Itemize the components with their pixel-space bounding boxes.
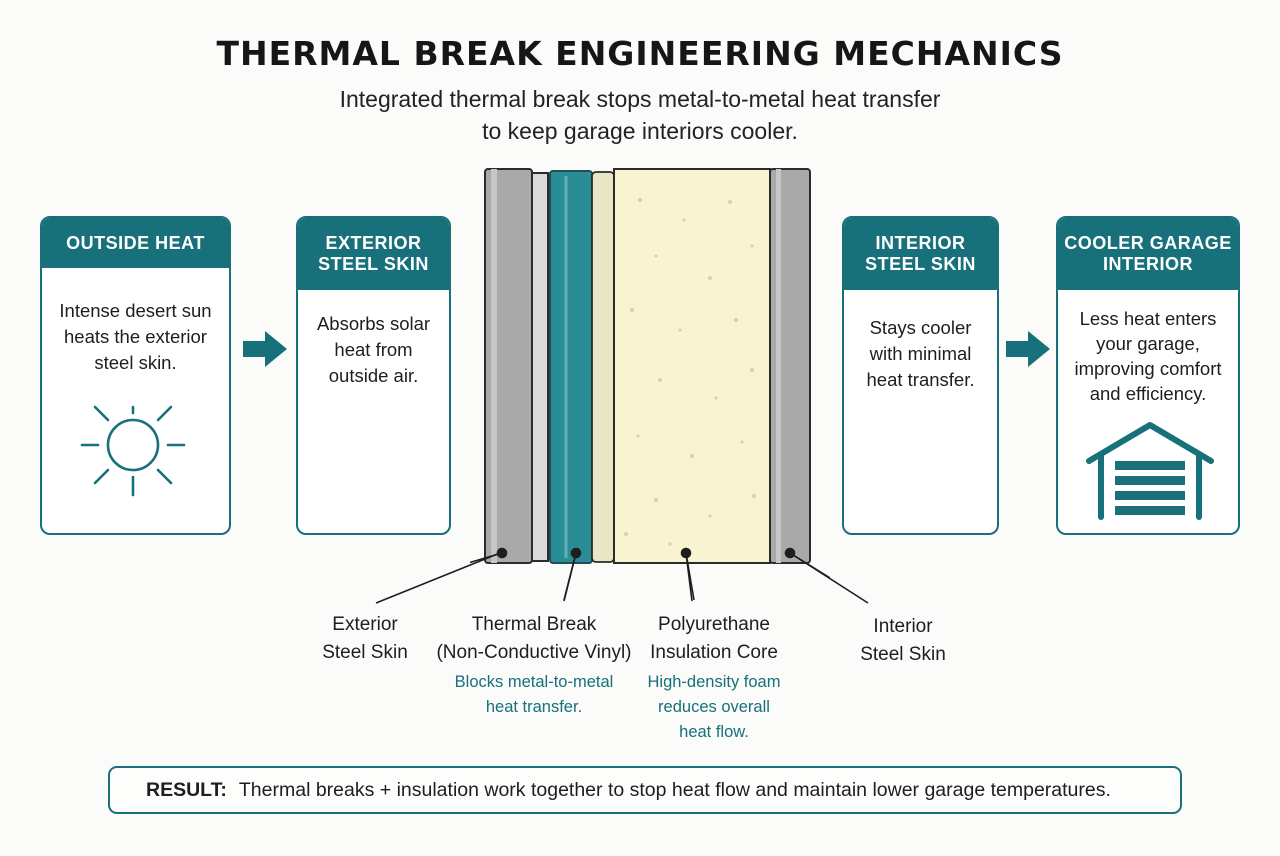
cooler-garage-card-body: Less heat enters your garage, improving … — [1058, 290, 1238, 406]
interior-skin-callout: Interior Steel Skin — [828, 613, 978, 669]
outside-heat-card-body: Intense desert sun heats the exterior st… — [42, 268, 229, 376]
foam-core-layer — [613, 168, 771, 564]
exterior-steel-skin-card-body: Absorbs solar heat from outside air. — [298, 290, 449, 389]
outside-heat-card-line-1: Intense desert sun — [59, 300, 212, 321]
foam-core-callout: Polyurethane Insulation Core High-densit… — [622, 611, 806, 745]
cooler-garage-card-line-3: improving comfort — [1074, 358, 1222, 379]
exterior-steel-skin-card-line-2: heat from — [334, 339, 413, 360]
exterior-steel-skin-card-header: EXTERIOR STEEL SKIN — [298, 218, 449, 290]
interior-steel-skin-card-line-1: Stays cooler — [869, 317, 972, 338]
interior-skin-callout-title-line-2: Steel Skin — [860, 644, 946, 665]
thermal-break-callout-note-line-1: Blocks metal-to-metal — [454, 673, 614, 691]
exterior-skin-callout-dot — [496, 547, 508, 559]
exterior-steel-skin-card-line-3: outside air. — [328, 365, 419, 386]
exterior-steel-skin-card-title-line-2: STEEL SKIN — [318, 254, 429, 274]
outside-heat-card-header: OUTSIDE HEAT — [42, 218, 229, 268]
outside-heat-card-line-3: steel skin. — [94, 352, 177, 373]
result-text: Thermal breaks + insulation work togethe… — [238, 778, 1111, 801]
interior-steel-skin-card-header: INTERIOR STEEL SKIN — [844, 218, 997, 290]
leader-lines — [375, 553, 869, 604]
foam-core-callout-title-line-1: Polyurethane — [658, 614, 770, 635]
cooler-garage-card-title-line-2: INTERIOR — [1102, 254, 1193, 274]
arrow-right-icon — [243, 331, 287, 367]
foam-core-callout-note-line-2: reduces overall — [658, 698, 770, 716]
interior-steel-skin-card-body: Stays cooler with minimal heat transfer. — [844, 290, 997, 393]
outside-heat-card-title: OUTSIDE HEAT — [66, 232, 205, 253]
interior-steel-skin-card-line-2: with minimal — [869, 343, 972, 364]
thermal-break-callout-title-line-2: (Non-Conductive Vinyl) — [436, 642, 632, 663]
foam-core-callout-note-line-1: High-density foam — [647, 673, 781, 691]
exterior-steel-skin-card-title-line-1: EXTERIOR — [325, 233, 422, 253]
interior-steel-skin-card-title-line-2: STEEL SKIN — [865, 254, 976, 274]
foam-core-callout-title-line-2: Insulation Core — [650, 642, 778, 663]
exterior-skin-callout: Exterior Steel Skin — [290, 611, 440, 667]
exterior-skin-callout-title-line-1: Exterior — [332, 614, 398, 635]
subtitle-line-2: to keep garage interiors cooler. — [482, 118, 798, 144]
outside-heat-card-line-2: heats the exterior — [64, 326, 207, 347]
thermal-break-callout: Thermal Break (Non-Conductive Vinyl) Blo… — [424, 611, 644, 720]
page-title: THERMAL BREAK ENGINEERING MECHANICS — [216, 34, 1064, 73]
arrow-right-icon — [1006, 331, 1050, 367]
spacer-layer — [591, 171, 615, 563]
foam-core-callout-note-line-3: heat flow. — [679, 723, 749, 741]
cooler-garage-card-header: COOLER GARAGE INTERIOR — [1058, 218, 1238, 290]
exterior-skin-callout-title-line-2: Steel Skin — [322, 642, 408, 663]
exterior-steel-skin-card: EXTERIOR STEEL SKIN Absorbs solar heat f… — [296, 216, 451, 535]
outside-heat-card: OUTSIDE HEAT Intense desert sun heats th… — [40, 216, 231, 535]
panel-cross-section — [470, 168, 830, 600]
exterior-skin-liner — [531, 172, 549, 562]
result-label: RESULT: — [146, 778, 227, 801]
garage-icon — [1086, 422, 1214, 520]
exterior-skin-leader-line — [470, 552, 503, 564]
interior-steel-skin-card: INTERIOR STEEL SKIN Stays cooler with mi… — [842, 216, 999, 535]
thermal-break-callout-title-line-1: Thermal Break — [471, 614, 597, 635]
interior-skin-callout-title-line-1: Interior — [873, 616, 933, 637]
cooler-garage-card: COOLER GARAGE INTERIOR Less heat enters … — [1056, 216, 1240, 535]
result-banner: RESULT: Thermal breaks + insulation work… — [108, 766, 1182, 814]
interior-steel-skin-card-line-3: heat transfer. — [866, 369, 975, 390]
cooler-garage-card-line-2: your garage, — [1096, 333, 1200, 354]
thermal-break-callout-note-line-2: heat transfer. — [485, 698, 583, 716]
foam-texture — [624, 198, 756, 546]
interior-steel-skin-card-title-line-1: INTERIOR — [875, 233, 966, 253]
exterior-steel-skin-card-line-1: Absorbs solar — [316, 313, 431, 334]
cooler-garage-card-title-line-1: COOLER GARAGE — [1064, 233, 1232, 253]
cooler-garage-card-line-4: and efficiency. — [1089, 383, 1207, 404]
subtitle-line-1: Integrated thermal break stops metal-to-… — [339, 86, 941, 112]
cooler-garage-card-line-1: Less heat enters — [1079, 308, 1217, 329]
sun-icon — [80, 405, 186, 497]
